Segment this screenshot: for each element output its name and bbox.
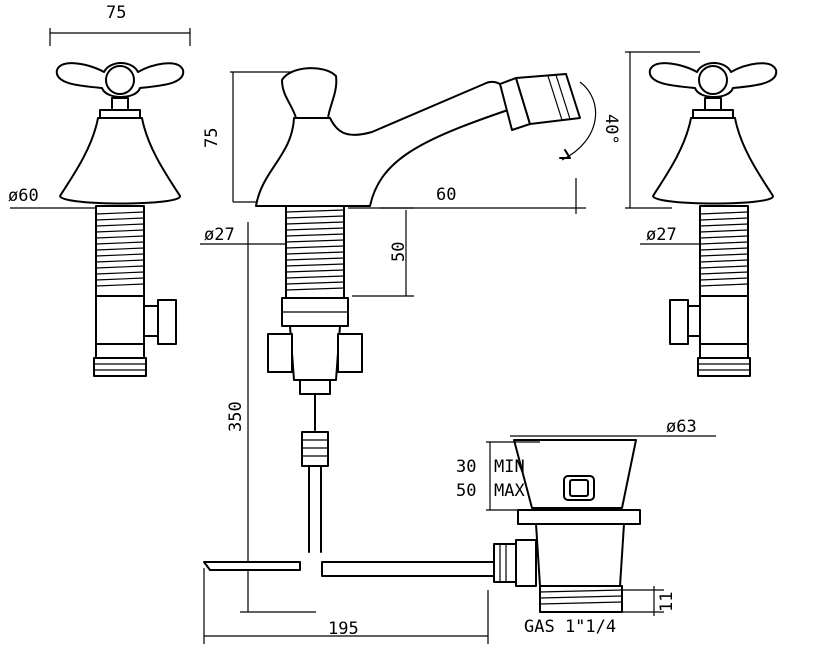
dim-tail-length: 350 [226,401,246,432]
dim-waste-max-value: 50 [456,481,476,501]
dim-waste-min-value: 30 [456,457,476,477]
dim-spout-height: 75 [202,128,222,148]
dim-rod-length: 195 [328,619,359,639]
lever-handle [281,67,338,119]
dim-spout-angle: 40° [601,114,621,145]
spout-body [255,80,509,207]
left-bell-body [59,117,182,205]
dim-spout-reach: 60 [436,185,456,205]
dim-waste-thread: 11 [657,592,677,612]
pop-up-waste [203,435,716,644]
dim-handle-width: 75 [106,3,126,23]
dim-body-diameter: ø60 [8,186,39,206]
dim-waste-diameter: ø63 [666,417,697,437]
dim-waste-min-label: MIN [494,457,525,477]
right-valve [625,51,778,377]
dim-gas-thread: GAS 1"1/4 [524,617,616,637]
left-valve [10,28,191,377]
dim-left-shank-diameter: ø27 [204,225,235,245]
dim-waste-max-label: MAX [494,481,525,501]
spout-assembly [200,67,597,613]
dim-right-shank-diameter: ø27 [646,225,677,245]
dim-shank-length: 50 [389,242,409,262]
waste-flange [513,439,637,509]
